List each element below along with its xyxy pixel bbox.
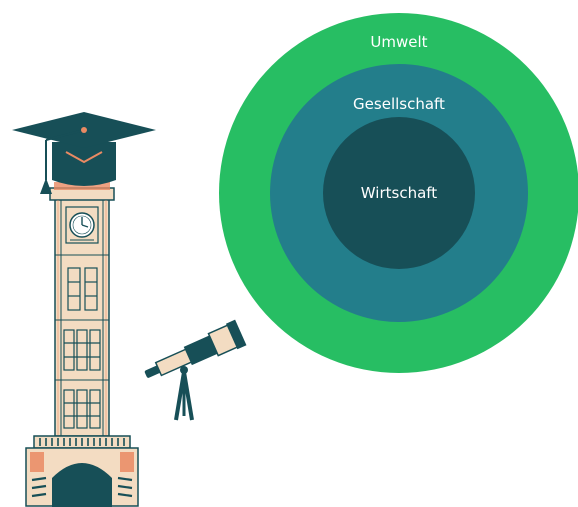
ring-inner-wirtschaft [323, 117, 475, 269]
telescope-icon [144, 319, 247, 421]
clock-face-icon [65, 206, 99, 244]
tower-windows-lower [63, 389, 101, 429]
tower-base [25, 435, 139, 507]
clock-tower-icon [25, 182, 139, 507]
concentric-circles-diagram: Umwelt Gesellschaft Wirtschaft [219, 13, 578, 373]
label-gesellschaft: Gesellschaft [353, 95, 445, 113]
tower-windows-middle [63, 329, 101, 371]
tower-arch [52, 463, 112, 507]
label-umwelt: Umwelt [370, 33, 427, 51]
graduation-cap-icon [12, 112, 156, 194]
label-wirtschaft: Wirtschaft [361, 184, 437, 202]
tower-windows-upper [67, 267, 98, 311]
